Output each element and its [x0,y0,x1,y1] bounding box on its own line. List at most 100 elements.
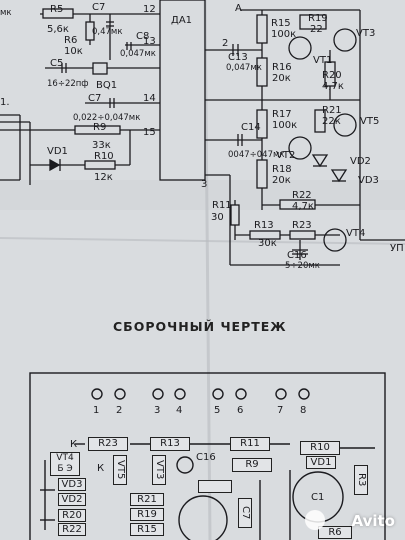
c16-board-label: C16 [196,452,216,463]
r16-label: R16 [272,62,292,73]
c7b-value: 0,022÷0,047мк [73,113,141,123]
r19-label: R19 [308,13,328,24]
r13-value: 30к [258,238,277,249]
pad-3: 3 [154,405,161,416]
r21-label: R21 [322,105,342,116]
comp-r20: R20 [58,509,86,522]
comp-r9: R9 [232,458,272,472]
vt3-label: VT3 [356,28,376,39]
r17-value: 100к [272,120,298,131]
c14-label: C14 [241,122,261,133]
r17-label: R17 [272,109,292,120]
pad-7: 7 [277,405,284,416]
node-2: 2 [222,38,229,49]
mk-label: мк [0,8,12,18]
c7b-label: C7 [88,93,102,104]
r11-label: R11 [212,200,232,211]
vd2-label: VD2 [350,156,371,167]
ic-name: ДА1 [171,15,193,26]
c5-label: C5 [50,58,64,69]
c16-label: C16 [287,250,307,261]
vd1-label: VD1 [47,146,68,157]
pad-4: 4 [176,405,183,416]
comp-vd1: VD1 [306,456,336,469]
c8-value: 0,047мк [120,49,156,59]
r18-label: R18 [272,164,292,175]
c16-value: 5÷20мк [285,261,320,271]
c13-label: C13 [228,52,248,63]
c7a-label: C7 [92,2,106,13]
r6-label: R6 [64,35,78,46]
r5-label: R5 [50,4,64,15]
c8-label: C8 [136,31,150,42]
comp-r6: R6 [318,526,352,539]
pad-6: 6 [237,405,244,416]
k-label-1: К [70,439,78,450]
vt4-pins: Б Э [57,464,73,474]
ic-pin-14: 14 [143,93,156,104]
ic-pin-15: 15 [143,127,156,138]
r13-label: R13 [254,220,274,231]
avito-logo-icon [305,510,325,530]
r10-value: 12к [94,172,113,183]
k-label-2: К [97,463,105,474]
one-label: 1. [0,97,10,108]
pad-1: 1 [93,405,100,416]
vt1-label: VT1 [313,55,333,66]
r15-label: R15 [271,18,291,29]
r16-value: 20к [272,73,291,84]
comp-r21: R21 [130,493,164,506]
watermark: Avito [351,512,395,530]
r20-value: 4,7к [322,81,344,92]
schematic-wires [0,0,405,266]
vt4-text: VT4 [56,453,74,463]
comp-vt3: VT3 [152,455,166,485]
c7a-value: 0,47мк [92,27,123,37]
r19-value: 22 [310,24,323,35]
comp-r23: R23 [88,437,128,451]
c1-label: C1 [311,492,325,503]
comp-r2 [198,480,232,493]
r22-value: 4,7к [292,201,314,212]
ic-pin-3: 3 [201,179,208,190]
vt2-label: VT2 [276,150,296,161]
vd3-label: VD3 [358,175,379,186]
r22-label: R22 [292,190,312,201]
r23-label: R23 [292,220,312,231]
ic-pin-13: 13 [143,36,156,47]
comp-r11: R11 [230,437,270,451]
comp-vd3: VD3 [58,478,86,491]
r9-value: 33к [92,140,111,151]
r9-label: R9 [93,122,107,133]
comp-r10: R10 [300,441,340,455]
c13-value: 0,047мк [226,63,262,73]
c14-value: 0047÷047мк [228,150,285,160]
ic-pin-12: 12 [143,4,156,15]
r10-label: R10 [94,151,114,162]
r11-value: 30 [211,212,224,223]
vt5-label: VT5 [360,116,380,127]
comp-r15: R15 [130,523,164,536]
up-label: УП [390,243,404,254]
comp-r19: R19 [130,508,164,521]
r15-value: 100к [271,29,297,40]
comp-r22: R22 [58,523,86,536]
pad-8: 8 [300,405,307,416]
assembly-title: СБОРОЧНЫЙ ЧЕРТЕЖ [113,319,287,334]
r18-value: 20к [272,175,291,186]
vt4-label: VT4 [346,228,366,239]
r20-label: R20 [322,70,342,81]
comp-r13: R13 [150,437,190,451]
r6-value: 10к [64,46,83,57]
pad-5: 5 [214,405,221,416]
pad-2: 2 [116,405,123,416]
c5-value: 16÷22пф [47,79,89,89]
comp-r3: R3 [354,465,368,495]
comp-vd2: VD2 [58,493,86,506]
comp-vt5: VT5 [113,455,127,485]
r21-value: 22к [322,116,341,127]
assembly-board [29,372,386,540]
node-a: A [235,3,242,14]
